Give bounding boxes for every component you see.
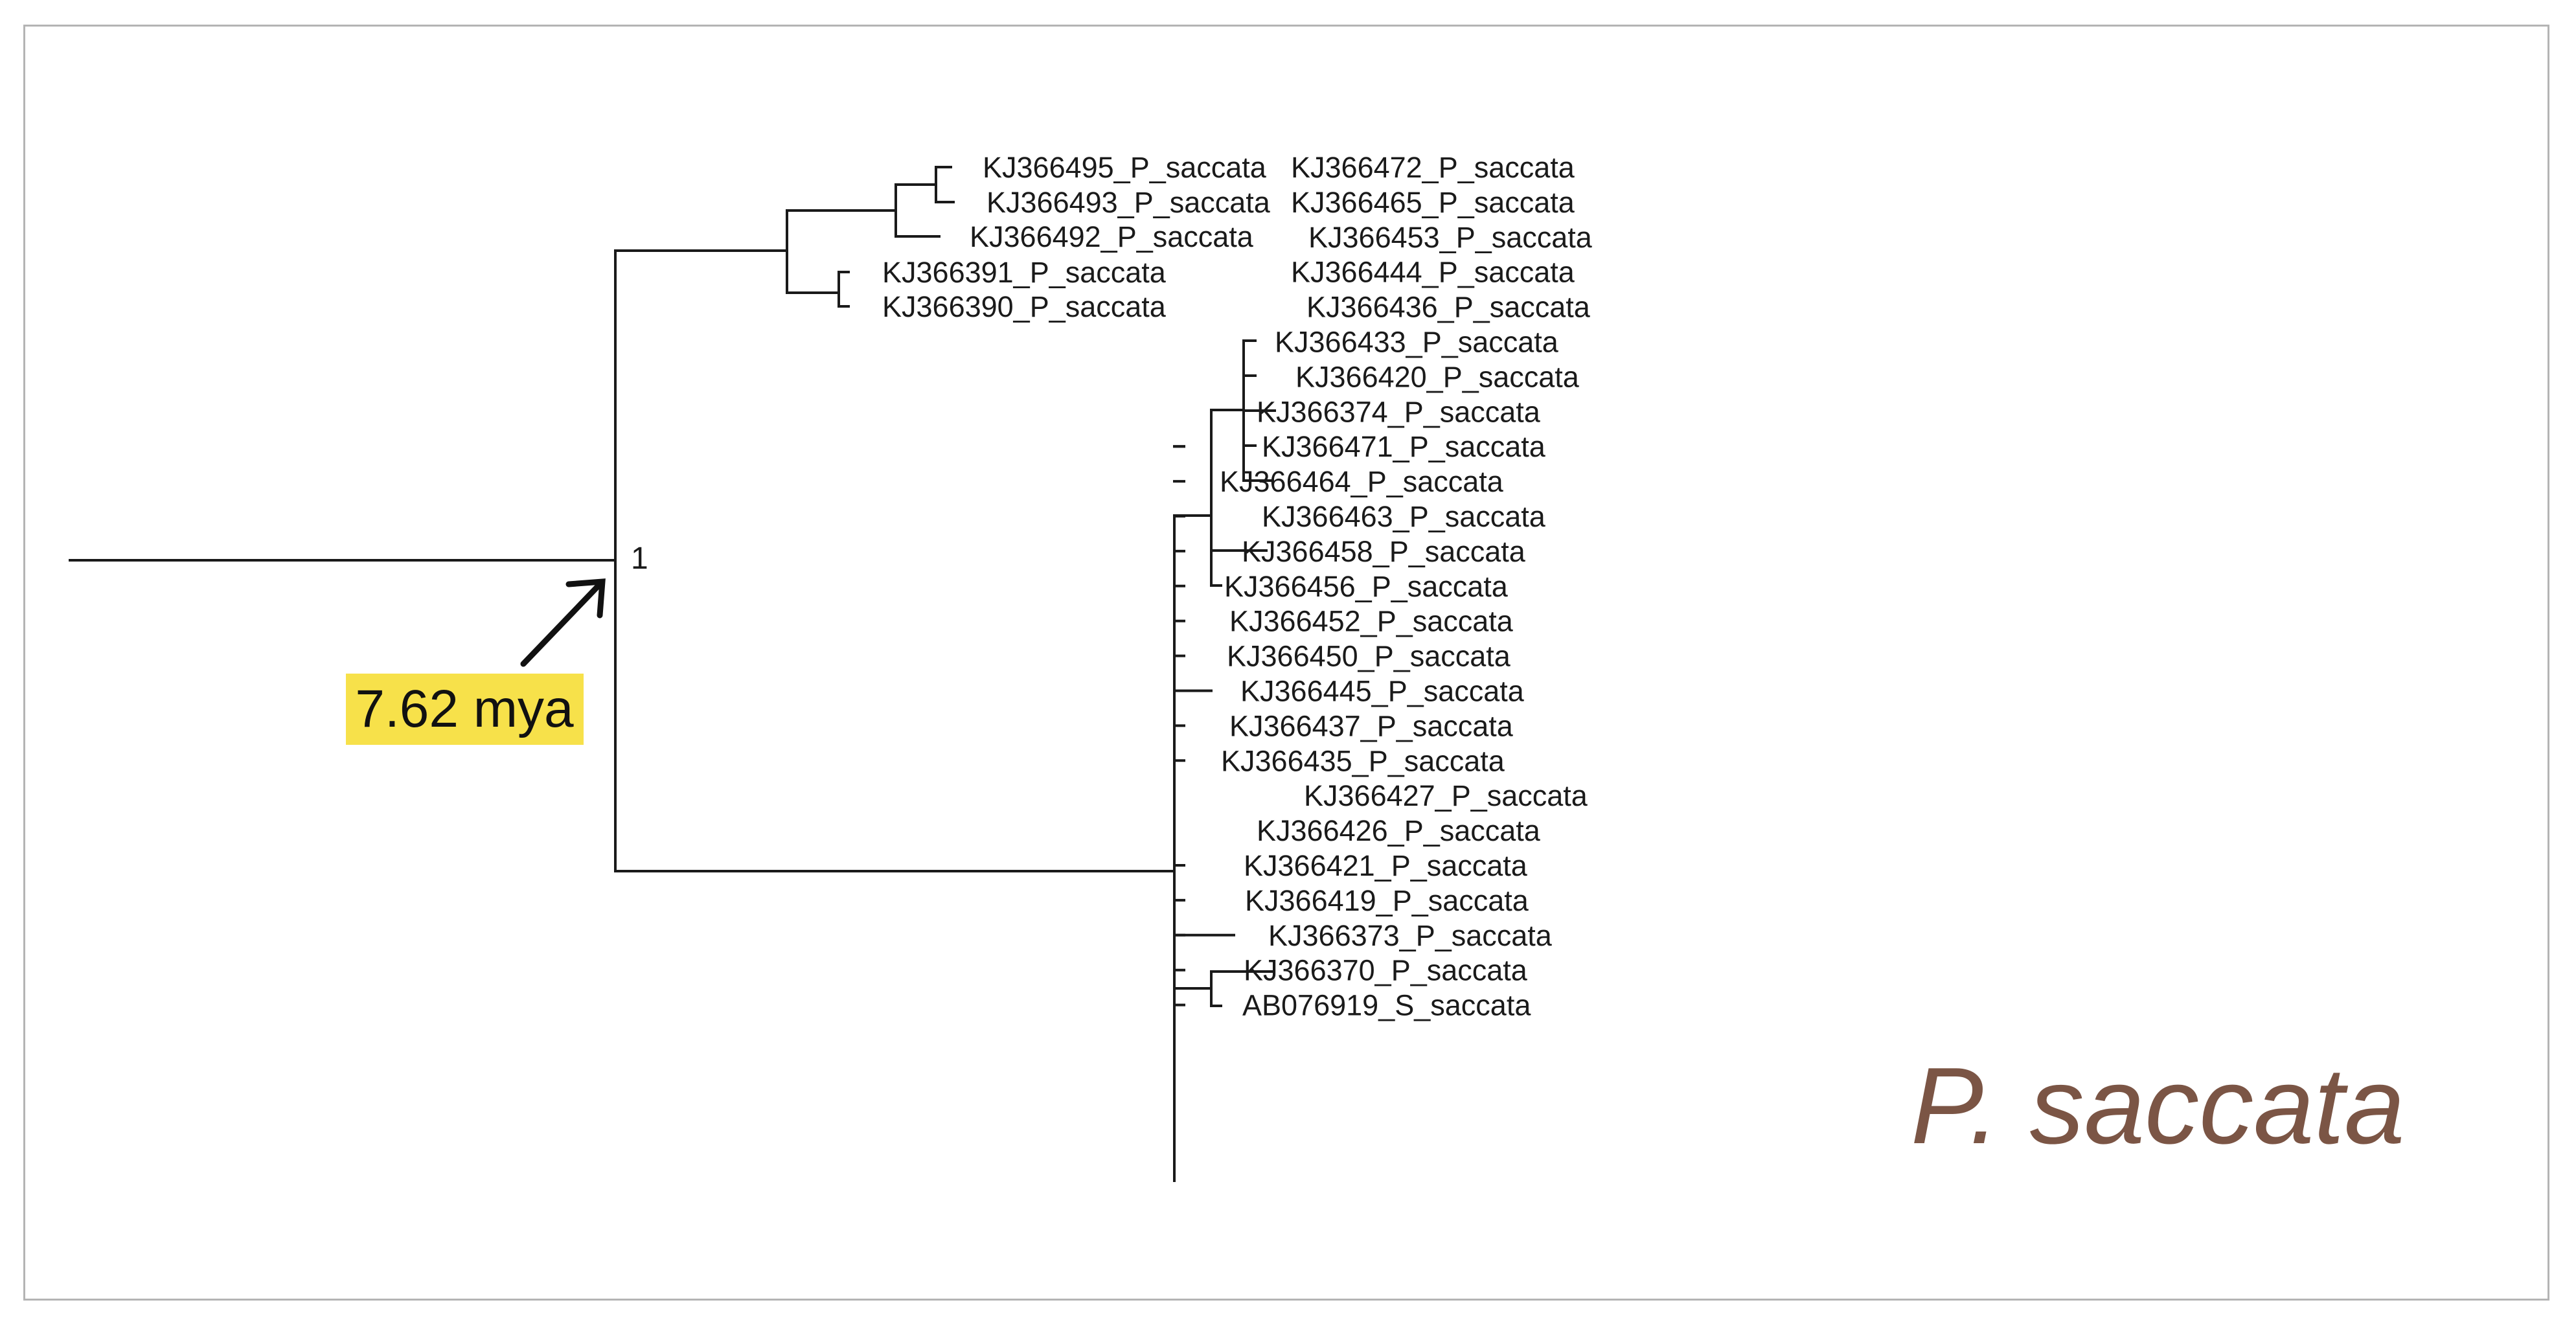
- tip-label: AB076919_S_saccata: [1242, 989, 1531, 1022]
- tip-label: KJ366445_P_saccata: [1240, 675, 1525, 708]
- tip-label: KJ366458_P_saccata: [1242, 535, 1526, 568]
- tip-label: KJ366450_P_saccata: [1227, 640, 1511, 673]
- tip-label: KJ366452_P_saccata: [1229, 605, 1514, 638]
- tip-label: KJ366493_P_saccata: [986, 186, 1271, 219]
- tip-label: KJ366433_P_saccata: [1275, 326, 1559, 359]
- tip-label: KJ366464_P_saccata: [1220, 465, 1504, 498]
- tip-label: KJ366492_P_saccata: [970, 220, 1254, 253]
- tip-label: KJ366463_P_saccata: [1262, 500, 1546, 533]
- age-arrow-shaft: [520, 580, 604, 667]
- tip-label: KJ366374_P_saccata: [1257, 395, 1541, 428]
- tip-label: KJ366373_P_saccata: [1268, 919, 1553, 952]
- age-arrow-head: [565, 578, 606, 619]
- figure-frame: [23, 25, 2549, 1301]
- tree-branches: [69, 166, 1276, 1182]
- tip-label: KJ366471_P_saccata: [1262, 430, 1546, 463]
- clade-label: P. saccata: [1911, 1045, 2405, 1166]
- tip-labels: KJ366495_P_saccataKJ366493_P_saccataKJ36…: [882, 151, 1593, 1022]
- tip-label: KJ366391_P_saccata: [882, 256, 1167, 289]
- age-label-highlight: [346, 674, 584, 745]
- tip-label: KJ366453_P_saccata: [1308, 221, 1593, 254]
- tip-label: KJ366444_P_saccata: [1291, 256, 1575, 289]
- tip-label: KJ366472_P_saccata: [1291, 151, 1575, 184]
- node-age-label: 7.62 mya: [355, 679, 574, 738]
- node-age-annotation: 7.62 mya: [346, 578, 606, 745]
- tip-label: KJ366437_P_saccata: [1229, 709, 1514, 742]
- tip-label: KJ366427_P_saccata: [1304, 779, 1588, 812]
- tip-label: KJ366435_P_saccata: [1221, 744, 1505, 777]
- tip-label: KJ366465_P_saccata: [1291, 186, 1575, 219]
- tip-label: KJ366426_P_saccata: [1257, 814, 1541, 847]
- tip-label: KJ366420_P_saccata: [1295, 360, 1580, 393]
- tip-label: KJ366390_P_saccata: [882, 290, 1167, 323]
- tip-label: KJ366495_P_saccata: [983, 151, 1267, 184]
- node-support-value: 1: [631, 541, 648, 576]
- tip-label: KJ366419_P_saccata: [1245, 884, 1529, 917]
- tip-label: KJ366421_P_saccata: [1244, 849, 1528, 882]
- tip-label: KJ366456_P_saccata: [1224, 570, 1509, 603]
- tip-label: KJ366436_P_saccata: [1306, 291, 1591, 324]
- tip-label: KJ366370_P_saccata: [1244, 954, 1528, 987]
